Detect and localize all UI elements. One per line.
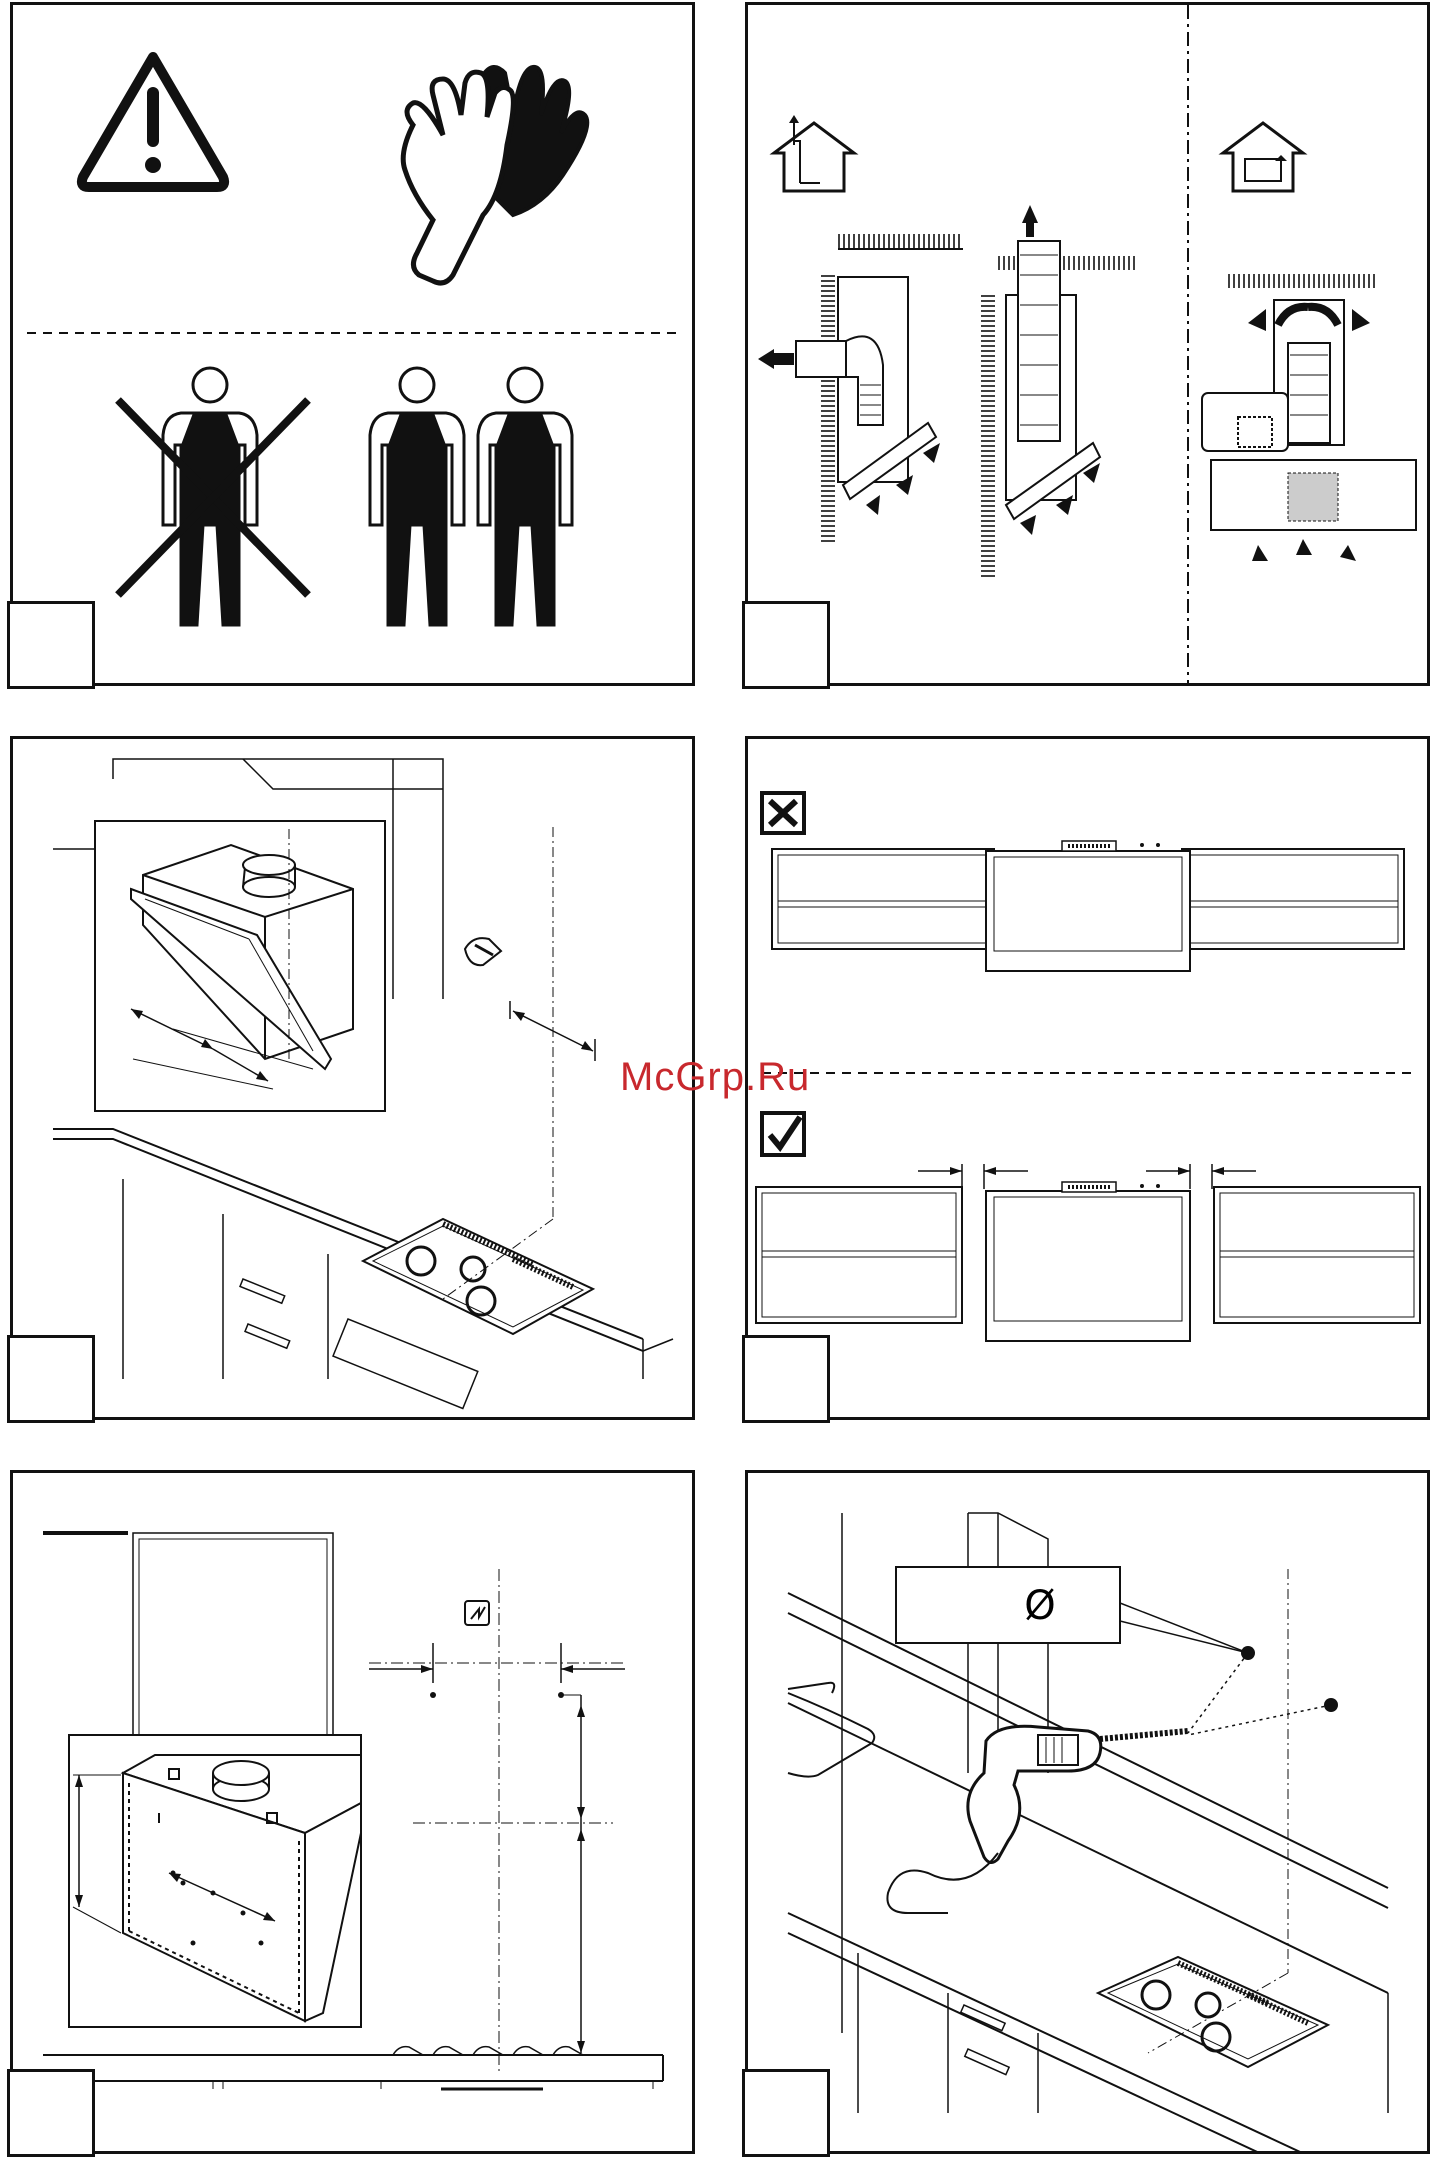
step-number-box	[742, 601, 830, 689]
panel-positioning	[10, 736, 695, 1420]
venting-illustration	[748, 5, 1427, 683]
dimensions-illustration	[13, 1473, 692, 2151]
panel-safety	[10, 2, 695, 686]
two-person-icon	[370, 368, 572, 625]
safety-illustration	[13, 5, 692, 683]
ducted-hood-ceiling-exit	[988, 205, 1138, 580]
diameter-callout: Ø	[896, 1567, 1248, 1653]
single-person-crossed-icon	[118, 368, 308, 625]
incorrect-arrangement	[772, 841, 1404, 971]
watermark: McGrp.Ru	[620, 1055, 810, 1100]
step-number-box	[7, 2069, 95, 2157]
panel-cabinet-alignment	[745, 736, 1430, 1420]
cross-box-icon	[762, 793, 804, 833]
electric-icon	[465, 1601, 489, 1625]
correct-arrangement	[756, 1164, 1420, 1341]
drill-icon	[887, 1726, 1188, 1913]
step-number-box	[742, 1335, 830, 1423]
warning-icon	[82, 57, 224, 187]
positioning-illustration	[13, 739, 692, 1417]
recirculation-hood	[1202, 281, 1416, 530]
gloves-icon	[403, 67, 587, 283]
step-number-box	[7, 1335, 95, 1423]
recirculation-icon	[1223, 123, 1303, 191]
panel-dimensions	[10, 1470, 695, 2154]
step-number-box	[742, 2069, 830, 2157]
step-number-box	[7, 601, 95, 689]
panel-venting-modes	[745, 2, 1430, 686]
drilling-illustration: Ø	[748, 1473, 1427, 2151]
ducted-icon	[774, 115, 854, 191]
diameter-icon: Ø	[1024, 1583, 1055, 1629]
hand-marking-icon	[465, 938, 501, 965]
ducted-hood-wall-exit	[758, 241, 963, 545]
hob	[1098, 1957, 1328, 2067]
alignment-illustration	[748, 739, 1427, 1417]
check-box-icon	[762, 1113, 804, 1155]
panel-drilling: Ø	[745, 1470, 1430, 2154]
